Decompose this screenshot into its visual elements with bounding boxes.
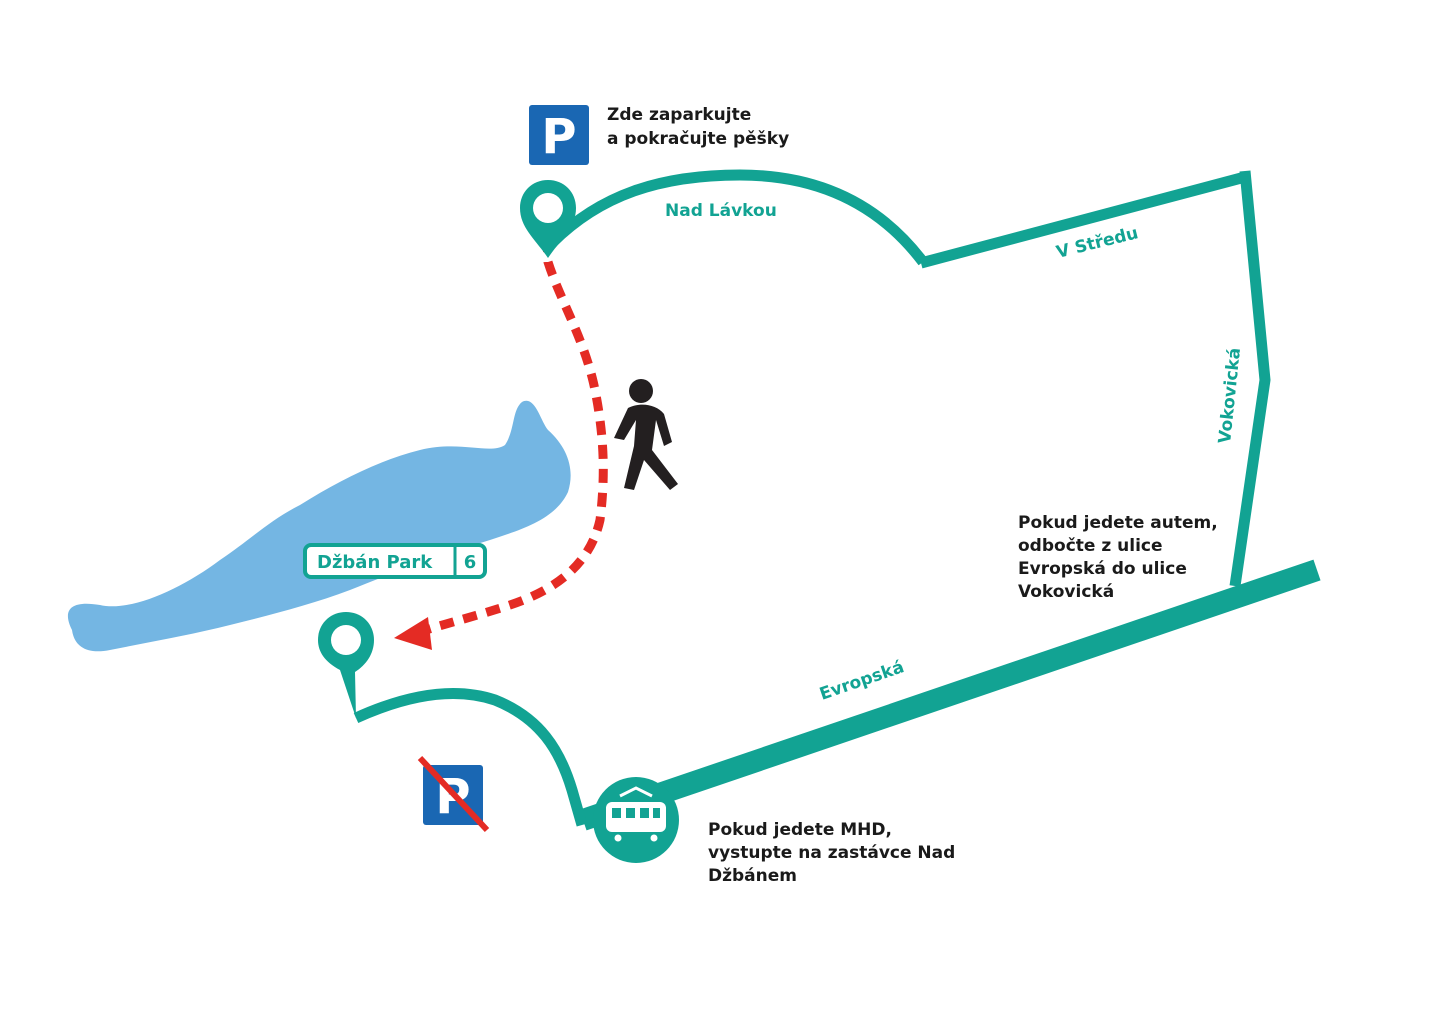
road-nad-lavkou xyxy=(548,169,928,266)
car-note-line-4: Vokovická xyxy=(1018,582,1114,602)
destination-number: 6 xyxy=(464,552,477,573)
road-v-stredu xyxy=(919,171,1247,269)
car-note-line-1: Pokud jedete autem, xyxy=(1018,513,1218,533)
road-evropska xyxy=(579,559,1321,831)
destination-label: Džbán Park 6 xyxy=(303,543,487,579)
street-label-nad-lavkou: Nad Lávkou xyxy=(665,201,777,221)
transit-note-line-3: Džbánem xyxy=(708,866,797,886)
car-note-line-2: odbočte z ulice xyxy=(1018,536,1163,556)
road-vokovicka xyxy=(1229,170,1271,587)
car-note-line-3: Evropská do ulice xyxy=(1018,559,1187,579)
walking-route xyxy=(418,213,608,637)
parking-note-line-1: Zde zaparkujte xyxy=(607,105,751,125)
destination-location-pin xyxy=(318,612,374,718)
destination-name: Džbán Park xyxy=(317,552,433,573)
walking-route-arrowhead xyxy=(394,617,432,650)
transit-note-line-1: Pokud jedete MHD, xyxy=(708,820,892,840)
no-parking-icon: P xyxy=(417,755,490,833)
parking-note-line-2: a pokračujte pěšky xyxy=(607,129,789,149)
parking-note: Zde zaparkujte a pokračujte pěšky xyxy=(607,105,789,149)
tram-stop-icon xyxy=(593,777,679,863)
transit-note-line-2: vystupte na zastávce Nad xyxy=(708,843,955,863)
car-note: Pokud jedete autem, odbočte z ulice Evro… xyxy=(1018,513,1218,602)
street-label-evropska: Evropská xyxy=(817,657,907,705)
road-network xyxy=(353,169,1321,831)
pedestrian-icon xyxy=(614,379,678,490)
lake-shape xyxy=(67,400,571,652)
parking-location-pin xyxy=(520,180,576,258)
road-access xyxy=(353,687,588,827)
transit-note: Pokud jedete MHD, vystupte na zastávce N… xyxy=(708,820,955,886)
parking-sign-symbol: P xyxy=(541,109,576,165)
street-label-vokovicka: Vokovická xyxy=(1215,347,1245,445)
parking-sign-icon: P xyxy=(529,105,589,165)
